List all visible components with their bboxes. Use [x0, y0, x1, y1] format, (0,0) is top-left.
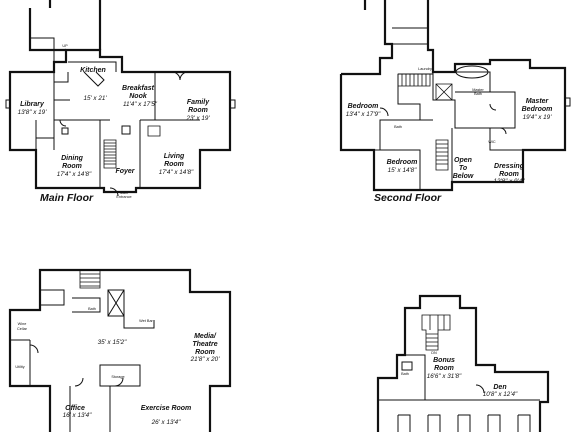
- second-bath-name: Bath: [394, 125, 402, 129]
- entrance-name-1: Main: [120, 191, 128, 195]
- dining-dims: 17'4" x 14'8": [57, 171, 92, 178]
- kitchen-name: Kitchen: [80, 67, 106, 74]
- bedroom-w-dims: 13'4" x 17'9": [346, 111, 381, 118]
- breakfast-name-2: Nook: [129, 93, 148, 100]
- bonus-dims: 16'6" x 31'8": [427, 373, 462, 380]
- entrance-name-2: Entrance: [116, 195, 131, 199]
- bonus-level-plan: [376, 294, 550, 432]
- exercise-dims: 26' x 13'4": [151, 419, 182, 426]
- open-below-1: Open: [454, 157, 472, 164]
- theatre-name-1: Media/: [194, 333, 217, 340]
- open-below-2: To: [459, 165, 468, 172]
- bonus-dn-label: DN: [431, 351, 437, 355]
- master-bedroom-name-1: Master: [526, 98, 550, 105]
- main-floor-label: Main Floor: [40, 192, 94, 204]
- office-dims: 16' x 13'4": [63, 412, 93, 419]
- lower-bath-name: Bath: [88, 307, 96, 311]
- master-bath-name-2: Bath: [474, 92, 482, 96]
- family-name-1: Family: [187, 99, 210, 106]
- family-dims: 23' x 19': [185, 115, 210, 122]
- bedroom-s-name: Bedroom: [387, 159, 418, 166]
- second-floor-plan: [339, 0, 571, 192]
- lower-level-labels: 35' x 15'2" Media/ Theatre Room 21'8" x …: [15, 307, 220, 426]
- open-below-3: Below: [453, 173, 474, 180]
- library-dims: 13'8" x 19': [18, 109, 48, 116]
- laundry-name: Laundry: [418, 67, 432, 71]
- main-floor-plan: [5, 0, 236, 197]
- living-name-2: Room: [164, 161, 184, 168]
- master-bedroom-dims: 19'4" x 19': [523, 114, 553, 121]
- main-up-label: UP: [62, 44, 68, 48]
- bar-name: Wet Bar: [139, 319, 153, 323]
- bonus-bath-name: Bath: [401, 372, 409, 376]
- exercise-name: Exercise Room: [141, 405, 192, 412]
- bedroom-w-name: Bedroom: [348, 103, 379, 110]
- bonus-level-labels: Bonus Room 16'6" x 31'8" Den 10'8" x 12'…: [401, 351, 518, 398]
- kitchen-dims: 15' x 21': [83, 95, 107, 102]
- lower-main-dims: 35' x 15'2": [98, 339, 128, 346]
- wine-name-2: Cellar: [17, 327, 28, 331]
- second-floor-label: Second Floor: [374, 192, 442, 204]
- office-name: Office: [65, 405, 85, 412]
- wic-name: WIC: [488, 140, 496, 144]
- dining-name-2: Room: [62, 163, 82, 170]
- theatre-name-2: Theatre: [192, 341, 217, 348]
- second-floor-labels: Bedroom 13'4" x 17'9" Laundry Master Bat…: [346, 67, 553, 204]
- storage-name: Storage: [111, 375, 124, 379]
- dressing-dims: 12'8" x 9'4": [493, 178, 525, 185]
- theatre-name-3: Room: [195, 349, 215, 356]
- bonus-name-1: Bonus: [433, 357, 455, 364]
- theatre-dims: 21'8" x 20': [190, 356, 221, 363]
- library-name: Library: [20, 101, 45, 108]
- main-floor-labels: Library 13'8" x 19' Kitchen 15' x 21' Br…: [18, 44, 211, 204]
- lower-level-plan: [8, 268, 232, 432]
- bedroom-s-dims: 15' x 14'8": [388, 167, 418, 174]
- living-dims: 17'4" x 14'8": [159, 169, 194, 176]
- foyer-name: Foyer: [115, 168, 135, 175]
- dining-name-1: Dining: [61, 155, 83, 162]
- master-bath-name-1: Master: [472, 88, 484, 92]
- bonus-name-2: Room: [434, 365, 454, 372]
- utility-name: Utility: [15, 365, 24, 369]
- wine-name-1: Wine: [18, 322, 27, 326]
- breakfast-name-1: Breakfast: [122, 85, 155, 92]
- living-name-1: Living: [164, 153, 185, 160]
- dressing-name-2: Room: [499, 171, 519, 178]
- den-dims: 10'8" x 12'4": [483, 391, 518, 398]
- den-name: Den: [493, 384, 506, 391]
- family-name-2: Room: [188, 107, 208, 114]
- dressing-name-1: Dressing: [494, 163, 525, 170]
- breakfast-dims: 11'4" x 17'5": [123, 101, 158, 108]
- master-bedroom-name-2: Bedroom: [522, 106, 553, 113]
